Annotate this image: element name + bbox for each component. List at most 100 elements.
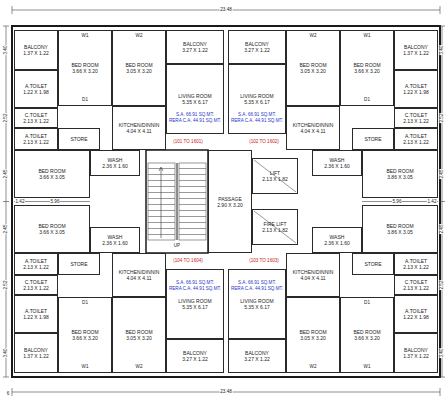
room: BED ROOM3.05 X 3.20 (286, 30, 340, 106)
room: WASH2.36 X 1.60 (90, 227, 140, 253)
room-size: 3.66 X 3.20 (354, 68, 380, 74)
room: BALCONY3.27 X 1.22 (166, 30, 224, 64)
staircase (146, 150, 208, 253)
dimension: 3.40 (3, 45, 8, 55)
room: BED ROOM3.66 X 3.20 (340, 297, 394, 373)
room: BALCONY1.37 X 1.22 (394, 333, 438, 373)
dimension: 1.42 (427, 199, 437, 204)
opening-tag: W2 (309, 33, 317, 38)
room-name: BED ROOM (71, 329, 98, 335)
room-size: 3.66 X 3.05 (39, 174, 65, 180)
room-size: 3.27 X 1.22 (182, 356, 208, 362)
opening-tag: W1 (363, 33, 371, 38)
room-name: FIRE LIFT (263, 221, 286, 227)
room-name: BALCONY (404, 347, 428, 353)
room: C.TOILET2.13 X 1.22 (394, 108, 438, 128)
room-size: 2.36 X 1.60 (324, 240, 350, 246)
room-name: KITCHEN/DINNIN (293, 122, 334, 128)
dimension: 2.45 (3, 224, 8, 234)
room-name: STORE (364, 261, 381, 267)
opening-tag: D1 (81, 300, 88, 305)
room-size: 2.13 X 1.22 (403, 118, 429, 124)
room-size: 3.66 X 3.20 (354, 335, 380, 341)
area-note: RERA C.A. 44.91 SQ.MT. (168, 286, 221, 291)
room: KITCHEN/DINNIN4.04 X 4.11 (286, 253, 340, 297)
room-name: LIVING ROOM (178, 298, 211, 304)
room-size: 2.13 X 1.22 (23, 139, 49, 145)
room-name: STORE (70, 136, 87, 142)
room-size: 2.13 X 1.82 (262, 176, 288, 182)
room-name: KITCHEN/DINNIN (293, 269, 334, 275)
room-name: C.TOILET (25, 279, 47, 285)
room-name: A.TOILET (25, 133, 47, 139)
overall-dimension: 23.48 (220, 7, 233, 12)
room-size: 2.13 X 1.22 (403, 264, 429, 270)
room: A.TOILET2.13 X 1.22 (394, 253, 438, 275)
room-size: 2.90 X 3.20 (217, 202, 243, 208)
area-note: RERA C.A. 44.91 SQ.MT. (230, 286, 283, 291)
room-name: A.TOILET (405, 83, 427, 89)
room-name: BED ROOM (353, 329, 380, 335)
room-name: LIVING ROOM (240, 298, 273, 304)
outer-wall (12, 26, 440, 377)
area-note: RERA C.A. 44.91 SQ.MT. (168, 118, 221, 123)
room-name: WASH (108, 157, 123, 163)
room-size: 5.35 X 6.17 (244, 304, 270, 310)
room-name: A.TOILET (405, 308, 427, 314)
room-name: STORE (364, 136, 381, 142)
lift-cross (254, 160, 296, 243)
dimension: 2.52 (3, 113, 8, 123)
room: STORE (352, 253, 394, 275)
room-name: BED ROOM (125, 329, 152, 335)
room-name: WASH (330, 234, 345, 240)
room: A.TOILET1.22 X 1.98 (394, 295, 438, 333)
room-size: 3.66 X 3.20 (72, 335, 98, 341)
room-name: BALCONY (245, 350, 269, 356)
opening-tag: W1 (363, 364, 371, 369)
room: BALCONY1.37 X 1.22 (14, 333, 58, 373)
room-size: 4.04 X 4.11 (300, 128, 325, 134)
room-size: 1.22 X 1.98 (403, 89, 429, 95)
room: STORE (352, 128, 394, 150)
flat-number: (103 TO 1603) (249, 258, 280, 263)
room-size: 3.66 X 3.05 (39, 229, 65, 235)
room-name: BED ROOM (125, 62, 152, 68)
opening-tag: D1 (363, 97, 370, 102)
room: BED ROOM3.05 X 3.20 (112, 297, 166, 373)
room-size: 3.86 X 3.05 (387, 229, 413, 235)
room-name: A.TOILET (405, 258, 427, 264)
room: C.TOILET2.13 X 1.22 (14, 275, 58, 295)
room-size: 2.13 X 1.22 (23, 285, 49, 291)
room-name: A.TOILET (25, 83, 47, 89)
opening-tag: D1 (81, 97, 88, 102)
flat-number: (102 TO 1602) (249, 139, 280, 144)
room-size: 3.05 X 3.20 (126, 68, 152, 74)
overall-dimension: 23.48 (220, 389, 233, 394)
room: STORE (58, 253, 100, 275)
dimension: 3.40 (3, 348, 8, 358)
room: A.TOILET2.13 X 1.22 (14, 253, 58, 275)
room-size: 3.27 X 1.22 (244, 47, 270, 53)
room-name: LIVING ROOM (240, 93, 273, 99)
room-name: LIVING ROOM (178, 93, 211, 99)
room: BALCONY3.27 X 1.22 (166, 339, 224, 373)
room-name: A.TOILET (25, 258, 47, 264)
room: PASSAGE2.90 X 3.20 (208, 150, 252, 253)
opening-tag: W1 (81, 33, 89, 38)
room-name: C.TOILET (405, 279, 427, 285)
room-name: STORE (70, 261, 87, 267)
area-note: RERA C.A. 44.91 SQ.MT. (230, 118, 283, 123)
room: BALCONY3.27 X 1.22 (228, 339, 286, 373)
room-size: 5.35 X 6.17 (182, 304, 208, 310)
room-size: 1.37 X 1.22 (403, 353, 429, 359)
opening-tag: W2 (135, 33, 143, 38)
room-name: PASSAGE (218, 196, 242, 202)
room: BED ROOM3.05 X 3.20 (286, 297, 340, 373)
sheet-number: 6 (6, 391, 10, 396)
room-name: BALCONY (404, 44, 428, 50)
room-size: 3.05 X 3.20 (300, 335, 326, 341)
room: KITCHEN/DINNIN4.04 X 4.11 (112, 106, 166, 150)
room-name: BED ROOM (38, 223, 65, 229)
room: BALCONY3.27 X 1.22 (228, 30, 286, 64)
room-size: 2.13 X 1.22 (23, 264, 49, 270)
